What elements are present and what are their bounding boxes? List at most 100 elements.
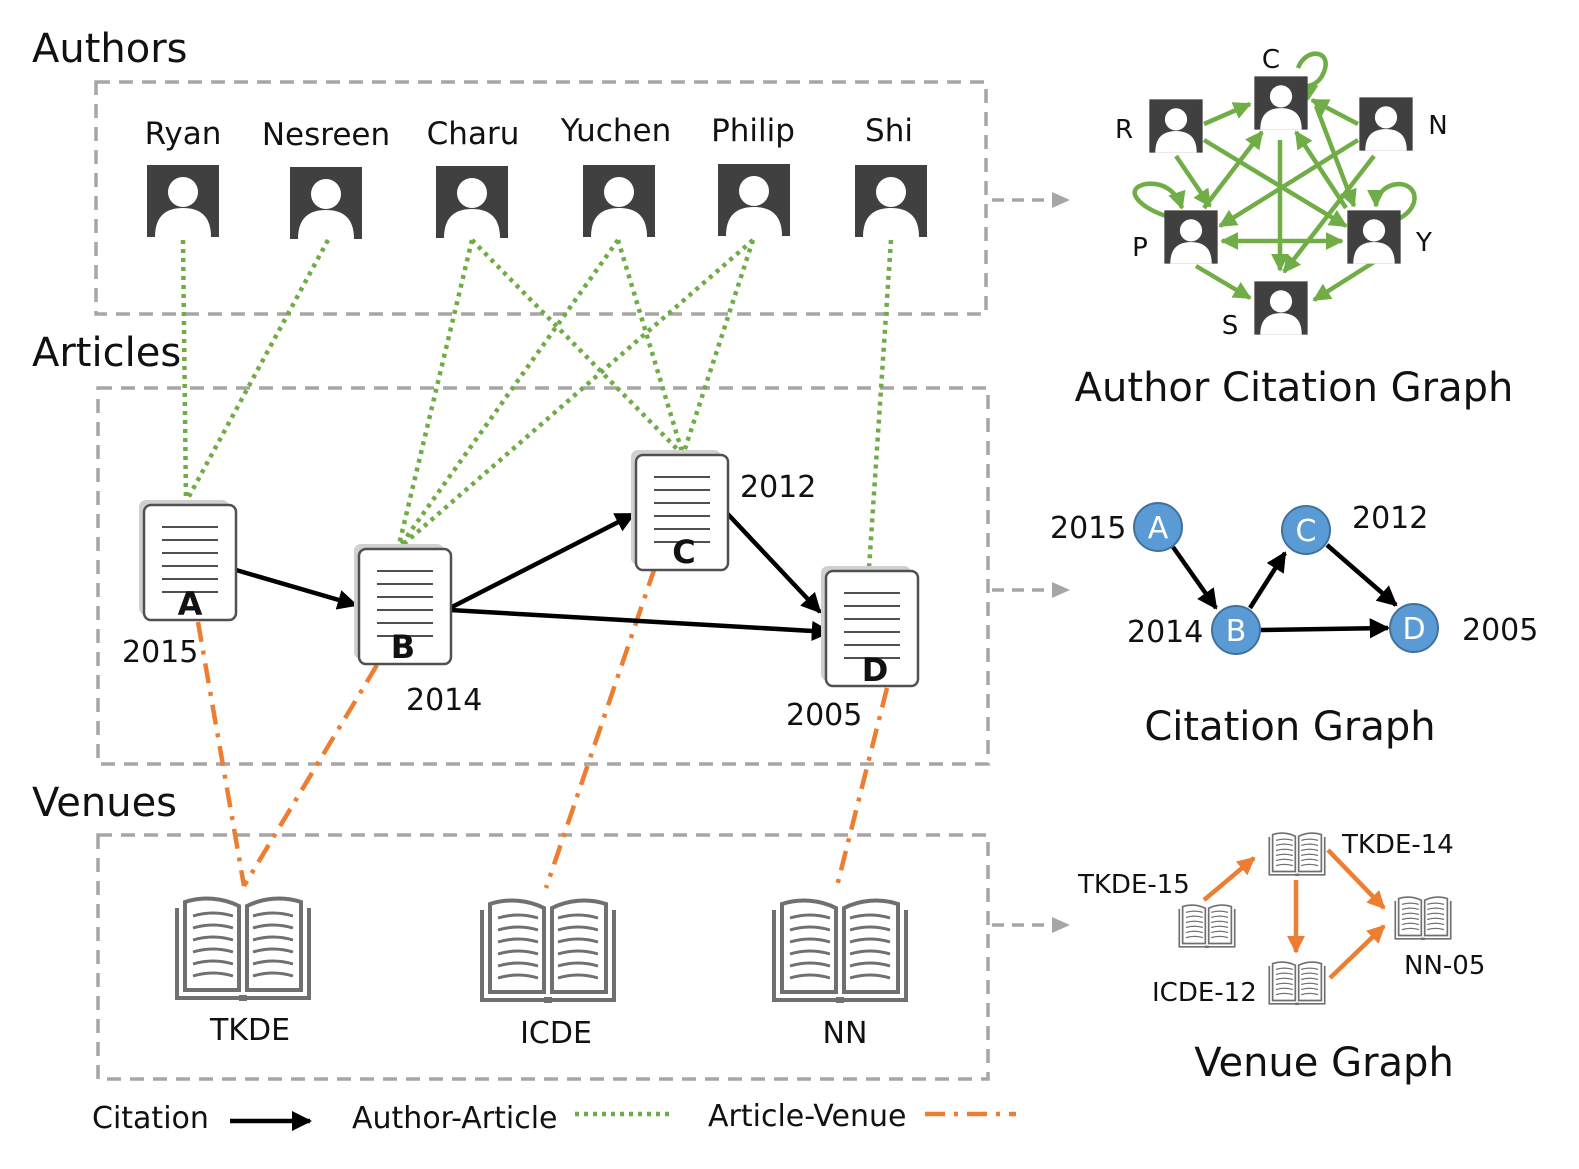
- citation-graph-title: Citation Graph: [1144, 704, 1435, 750]
- venue-projection-arrowhead: [1052, 917, 1070, 933]
- person-silhouette-icon: [290, 167, 362, 239]
- venue-node-label: NN-05: [1404, 951, 1485, 981]
- person-silhouette-icon: [147, 165, 219, 237]
- author-article-link: [396, 238, 620, 551]
- graph-node-circle: [1281, 505, 1331, 555]
- venue-node-label: ICDE-12: [1152, 978, 1257, 1008]
- author-self-citation-loop: [1132, 181, 1186, 219]
- article-B: B 2014: [352, 542, 482, 718]
- author-projection-arrowhead: [1052, 192, 1070, 208]
- article-letter: C: [672, 533, 695, 571]
- article-year: 2015: [122, 635, 198, 670]
- open-book-icon: [1268, 831, 1326, 877]
- venue-node-label: TKDE-15: [1077, 870, 1190, 900]
- venues-section-title: Venues: [32, 780, 177, 826]
- author-node-label: R: [1115, 115, 1133, 145]
- author-node-label: N: [1428, 111, 1447, 141]
- person-silhouette-icon: [718, 164, 790, 236]
- author-article-link: [866, 239, 894, 569]
- venue-node-label: TKDE-14: [1341, 830, 1454, 860]
- person-silhouette-icon: [583, 165, 655, 237]
- citation-edge-A-B: [235, 567, 358, 610]
- author-article-link: [184, 238, 330, 504]
- open-book-icon: [177, 899, 309, 998]
- author-citation-edge: [1174, 154, 1212, 208]
- author-yuchen: Yuchen: [560, 113, 671, 237]
- author-citation-edge: [1202, 130, 1264, 210]
- person-silhouette-icon: [855, 165, 927, 237]
- author-citation-edge: [1312, 260, 1376, 302]
- citation-graph-edge: [1171, 545, 1218, 610]
- node-year: 2015: [1050, 511, 1126, 546]
- venue-name: NN: [823, 1016, 868, 1051]
- citation-node-A: A 2015: [1050, 502, 1183, 552]
- article-D: D 2005: [786, 564, 920, 733]
- citation-graph: A 2015 B 2014 C 2012 D 2005 Citation Gra…: [1050, 501, 1538, 750]
- node-letter: B: [1226, 614, 1247, 649]
- graph-node-circle: [1211, 605, 1261, 655]
- article-venue-link: [195, 621, 247, 887]
- venue-tkde: TKDE: [177, 899, 309, 1048]
- citation-edge-B-C: [448, 511, 636, 611]
- citation-graph-edge: [1325, 543, 1398, 607]
- node-year: 2012: [1352, 501, 1428, 536]
- legend-author-article-label: Author-Article: [352, 1101, 558, 1136]
- author-article-link: [396, 238, 755, 551]
- author-self-citation-loop: [1367, 181, 1417, 223]
- article-A: A 2015: [122, 498, 238, 670]
- venue-graph-edge: [1328, 924, 1386, 980]
- article-letter: A: [178, 585, 203, 623]
- author-node-label: P: [1132, 233, 1148, 263]
- open-book-icon: [1178, 903, 1236, 949]
- article-C: C 2012: [629, 448, 816, 572]
- venue-icde: ICDE: [482, 901, 614, 1051]
- author-citation-edge: [1310, 98, 1360, 126]
- open-book-icon: [482, 901, 614, 1000]
- citation-edge-B-D: [449, 607, 833, 642]
- author-ryan: Ryan: [145, 116, 221, 237]
- venue-name: ICDE: [520, 1016, 592, 1051]
- author-node-label: C: [1262, 45, 1280, 75]
- venues-box: [96, 833, 990, 1081]
- venue-graph: TKDE-15 TKDE-14 ICDE-12 NN-05 Venue Grap…: [1077, 830, 1485, 1086]
- person-silhouette-icon: [1164, 210, 1218, 264]
- author-citation-graph: C R N P Y S Author Citation Graph: [1075, 45, 1514, 411]
- articles-section-title: Articles: [32, 330, 181, 376]
- author-article-link: [395, 239, 475, 550]
- article-letter: B: [391, 628, 415, 666]
- author-citation-edge: [1313, 105, 1357, 208]
- author-citation-edge: [1294, 130, 1348, 210]
- person-silhouette-icon: [1254, 281, 1308, 335]
- citation-node-C: C 2012: [1281, 501, 1428, 555]
- author-name: Charu: [427, 116, 520, 152]
- authors-box: [94, 80, 988, 316]
- legend-citation-label: Citation: [92, 1101, 209, 1136]
- author-citation-edge: [1203, 101, 1252, 127]
- citation-node-D: D 2005: [1389, 603, 1538, 653]
- authors-section-title: Authors: [32, 26, 188, 72]
- author-node-label: Y: [1415, 228, 1432, 258]
- author-citation-graph-title: Author Citation Graph: [1075, 365, 1514, 411]
- venue-nn: NN: [774, 901, 906, 1051]
- node-letter: C: [1296, 514, 1317, 549]
- citation-graph-edge: [1248, 551, 1287, 610]
- person-silhouette-icon: [1347, 210, 1401, 264]
- citation-graph-edge: [1260, 618, 1391, 639]
- node-year: 2014: [1127, 615, 1203, 650]
- author-name: Shi: [865, 113, 913, 149]
- author-name: Yuchen: [560, 113, 671, 149]
- article-projection-arrowhead: [1052, 582, 1070, 598]
- author-article-link: [470, 238, 685, 457]
- author-article-link: [680, 239, 756, 456]
- graph-node-circle: [1389, 603, 1439, 653]
- venue-graph-edge: [1326, 848, 1386, 910]
- article-year: 2012: [740, 470, 816, 505]
- venue-graph-title: Venue Graph: [1194, 1040, 1454, 1086]
- venue-graph-edge: [1202, 856, 1256, 902]
- node-year: 2005: [1462, 613, 1538, 648]
- legend-article-venue-label: Article-Venue: [708, 1099, 906, 1134]
- articles-box: [96, 386, 990, 766]
- author-charu: Charu: [427, 116, 520, 238]
- article-venue-link: [833, 687, 890, 891]
